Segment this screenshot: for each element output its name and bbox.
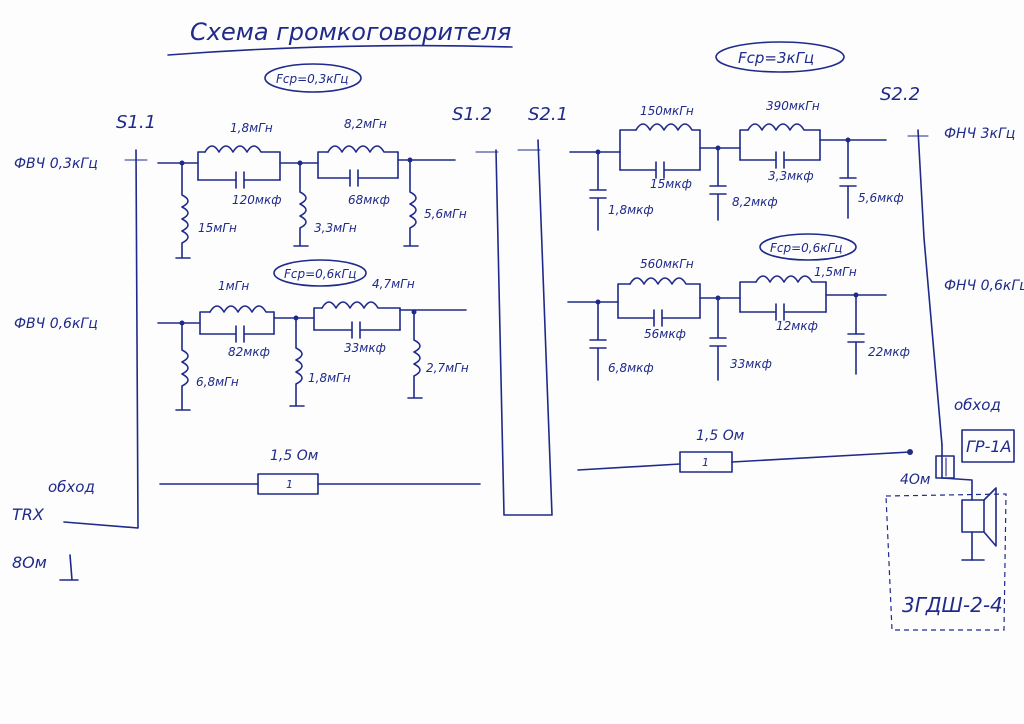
svg-text:1,5 Ом: 1,5 Ом [270,448,319,464]
svg-text:8,2мГн: 8,2мГн [344,117,387,131]
cutoff-bubble-hpf03: Fср=0,3кГц [264,63,362,93]
svg-text:15мкф: 15мкф [650,177,692,191]
label-hpf-0-3khz: ФВЧ 0,3кГц [14,156,98,172]
svg-text:Fср=0,6кГц: Fср=0,6кГц [284,267,356,281]
label-trx: TRX [12,505,45,524]
svg-text:1: 1 [286,478,293,491]
svg-text:3,3мГн: 3,3мГн [314,221,357,235]
label-bypass-left: обход [48,478,95,496]
svg-text:1,5мГн: 1,5мГн [814,265,857,279]
speaker-block: ГР-1А 4Ом 3ГДШ-2-4 [885,429,1015,631]
svg-text:1: 1 [702,456,709,469]
svg-text:Fср=3кГц: Fср=3кГц [738,49,814,67]
switch-s11-line [63,149,148,529]
trx-ground-mark [59,554,79,581]
svg-text:120мкф: 120мкф [232,193,281,207]
svg-text:15мГн: 15мГн [198,221,237,235]
svg-text:82мкф: 82мкф [228,345,270,359]
label-bypass-right: обход [954,396,1001,414]
label-trx-impedance: 8Ом [12,553,47,572]
svg-text:2,7мГн: 2,7мГн [426,361,469,375]
svg-text:560мкГн: 560мкГн [640,257,694,271]
svg-text:6,8мкф: 6,8мкф [608,361,654,375]
svg-text:Fср=0,6кГц: Fср=0,6кГц [770,241,842,255]
svg-text:1,8мкф: 1,8мкф [608,203,654,217]
svg-text:33мкф: 33мкф [344,341,386,355]
svg-text:1,5 Ом: 1,5 Ом [696,428,745,444]
switch-label-s12: S1.2 [452,104,492,125]
svg-text:6,8мГн: 6,8мГн [196,375,239,389]
svg-text:5,6мкф: 5,6мкф [858,191,904,205]
switch-label-s11: S1.1 [116,112,156,133]
svg-text:1,8мГн: 1,8мГн [230,121,273,135]
switch-label-s22: S2.2 [880,84,920,105]
page-title: Схема громкоговорителя [190,18,511,46]
filter-lpf-3khz: 150мкГн 15мкф 390мкГн 3,3мкф 1,8мкф 8,2м… [569,99,904,231]
speaker-model-label: 3ГДШ-2-4 [902,593,1003,617]
svg-text:3,3мкф: 3,3мкф [768,169,814,183]
filter-hpf-0-3khz: 1,8мГн 120мкф 8,2мГн 68мкф 15мГн 3,3мГн … [157,117,467,259]
svg-text:5,6мГн: 5,6мГн [424,207,467,221]
switch-s22-line [907,129,943,446]
svg-text:Fср=0,3кГц: Fср=0,3кГц [276,72,348,86]
svg-text:56мкф: 56мкф [644,327,686,341]
filter-lpf-0-6khz: 560мкГн 56мкф 1,5мГн 12мкф 6,8мкф 33мкф … [567,257,910,381]
svg-text:68мкф: 68мкф [348,193,390,207]
label-hpf-0-6khz: ФВЧ 0,6кГц [14,316,98,332]
svg-text:12мкф: 12мкф [776,319,818,333]
resistor-right: 1,5 Ом 1 [577,428,913,473]
label-lpf-0-6khz: ФНЧ 0,6кГц [944,278,1024,294]
cutoff-bubble-lpf3: Fср=3кГц [715,41,845,73]
svg-text:390мкГн: 390мкГн [766,99,820,113]
title-underline [167,44,513,56]
svg-text:22мкф: 22мкф [868,345,910,359]
svg-text:1,8мГн: 1,8мГн [308,371,351,385]
svg-text:8,2мкф: 8,2мкф [732,195,778,209]
speaker-impedance-label: 4Ом [900,472,931,488]
svg-text:1мГн: 1мГн [218,279,249,293]
cutoff-bubble-hpf06: Fср=0,6кГц [273,259,367,287]
svg-text:150мкГн: 150мкГн [640,104,694,118]
resistor-left: 1,5 Ом 1 [159,448,481,495]
label-lpf-3khz: ФНЧ 3кГц [944,126,1015,142]
filter-hpf-0-6khz: 1мГн 82мкф 4,7мГн 33мкф 6,8мГн 1,8мГн 2,… [157,277,469,411]
relay-label: ГР-1А [966,437,1011,456]
svg-text:4,7мГн: 4,7мГн [372,277,415,291]
svg-text:33мкф: 33мкф [730,357,772,371]
switch-label-s21: S2.1 [528,104,568,125]
cutoff-bubble-lpf06: Fср=0,6кГц [759,233,857,261]
switch-s12-s21-bus [475,139,553,516]
